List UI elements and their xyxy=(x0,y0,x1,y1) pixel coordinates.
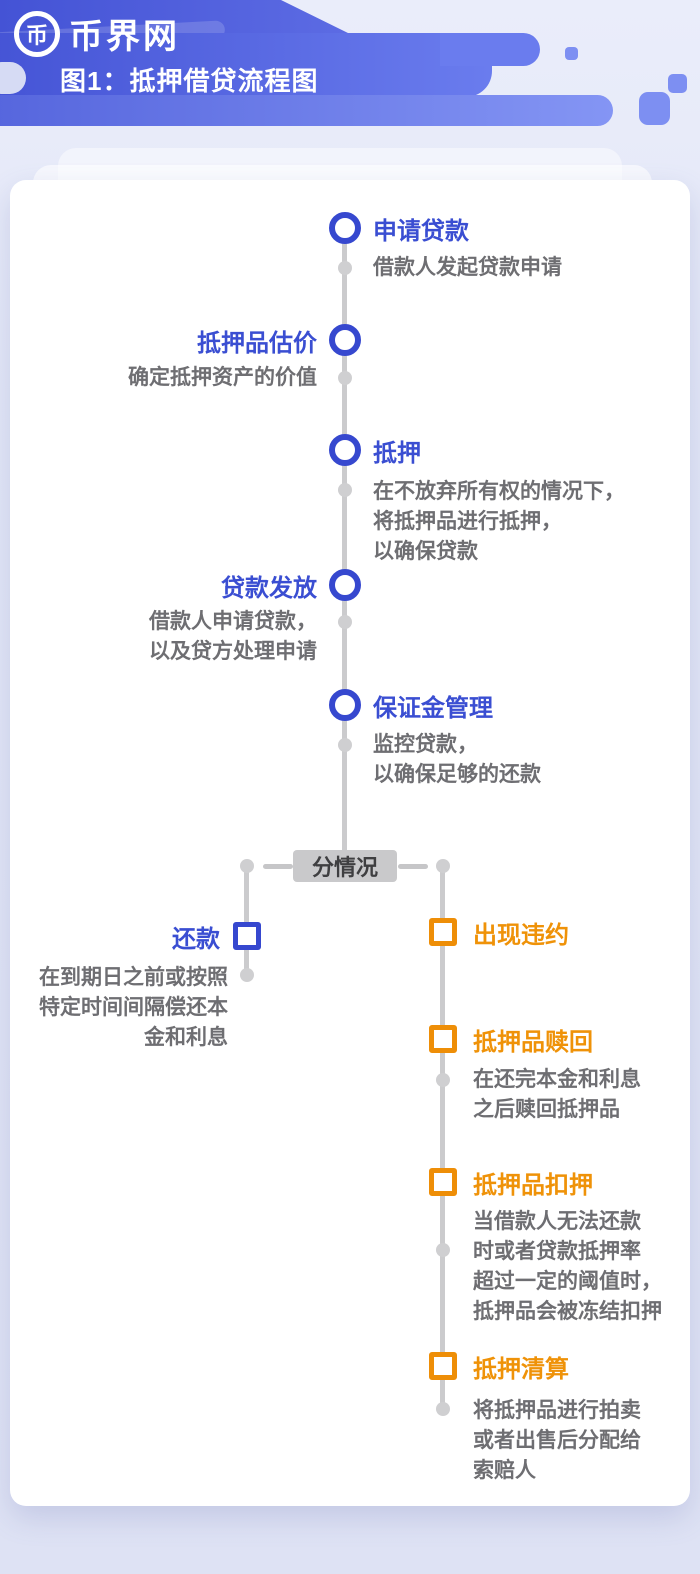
node-square-repayment xyxy=(233,922,261,950)
node-label-collateral-liquidation: 抵押清算 xyxy=(473,1355,569,1383)
node-label-collateral-seizure: 抵押品扣押 xyxy=(473,1171,593,1199)
left-branch-dot xyxy=(240,859,254,873)
node-square-collateral-seizure xyxy=(429,1168,457,1196)
desc-dot xyxy=(436,1073,450,1087)
node-label-default: 出现违约 xyxy=(473,921,569,949)
node-circle-collateral-valuation xyxy=(329,324,361,356)
node-desc-repayment: 在到期日之前或按照 特定时间间隔偿还本 金和利息 xyxy=(39,966,228,1049)
node-square-collateral-redemption xyxy=(429,1025,457,1053)
header-sub-bar xyxy=(0,95,613,126)
figure-title: 图1：抵押借贷流程图 xyxy=(60,65,319,96)
desc-dot xyxy=(338,615,352,629)
node-circle-margin-management xyxy=(329,689,361,721)
node-desc-collateral-valuation: 确定抵押资产的价值 xyxy=(128,366,317,389)
node-circle-mortgage xyxy=(329,434,361,466)
node-label-collateral-redemption: 抵押品赎回 xyxy=(473,1028,593,1056)
right-branch-dot xyxy=(436,859,450,873)
desc-dot xyxy=(338,738,352,752)
header-title-bar xyxy=(0,33,492,97)
main-flow-line xyxy=(342,228,347,856)
node-desc-apply-loan: 借款人发起贷款申请 xyxy=(373,256,562,279)
header-left-pill xyxy=(0,62,26,94)
node-label-loan-disbursement: 贷款发放 xyxy=(221,574,317,602)
node-label-mortgage: 抵押 xyxy=(373,439,421,467)
desc-dot xyxy=(338,371,352,385)
node-label-apply-loan: 申请贷款 xyxy=(373,217,469,245)
node-label-repayment: 还款 xyxy=(172,925,220,953)
coin-glyph: 币 xyxy=(25,22,48,48)
desc-dot xyxy=(338,483,352,497)
node-desc-loan-disbursement: 借款人申请贷款， 以及贷方处理申请 xyxy=(149,610,317,663)
desc-dot xyxy=(240,968,254,982)
right-branch-line xyxy=(440,866,445,1409)
coin-icon: 币 xyxy=(14,10,60,57)
node-desc-collateral-seizure: 当借款人无法还款 时或者贷款抵押率 超过一定的阈值时， 抵押品会被冻结扣押 xyxy=(473,1210,662,1323)
node-circle-apply-loan xyxy=(329,212,361,244)
deco-square-large xyxy=(639,92,670,125)
left-branch-dash xyxy=(263,864,293,869)
right-branch-dash xyxy=(398,864,428,869)
site-logo-text: 币界网 xyxy=(69,18,180,56)
flowchart-card: 申请贷款 借款人发起贷款申请 抵押品估价 确定抵押资产的价值 抵押 在不放弃所有… xyxy=(10,180,690,1506)
header-title-bar-cap xyxy=(440,33,540,66)
deco-square-small xyxy=(565,47,578,60)
desc-dot xyxy=(436,1243,450,1257)
node-label-collateral-valuation: 抵押品估价 xyxy=(197,329,317,357)
branch-condition-box: 分情况 xyxy=(293,850,397,882)
node-desc-mortgage: 在不放弃所有权的情况下， 将抵押品进行抵押， 以确保贷款 xyxy=(373,480,625,563)
node-circle-loan-disbursement xyxy=(329,569,361,601)
node-square-collateral-liquidation xyxy=(429,1352,457,1380)
node-square-default xyxy=(429,918,457,946)
desc-dot xyxy=(338,261,352,275)
desc-dot xyxy=(436,1402,450,1416)
site-logo: 币 币界网 xyxy=(14,9,180,58)
node-desc-collateral-redemption: 在还完本金和利息 之后赎回抵押品 xyxy=(473,1068,641,1121)
node-desc-collateral-liquidation: 将抵押品进行拍卖 或者出售后分配给 索赔人 xyxy=(473,1399,641,1482)
deco-square-medium xyxy=(668,74,687,93)
node-desc-margin-management: 监控贷款， 以确保足够的还款 xyxy=(373,733,541,786)
node-label-margin-management: 保证金管理 xyxy=(373,694,493,722)
